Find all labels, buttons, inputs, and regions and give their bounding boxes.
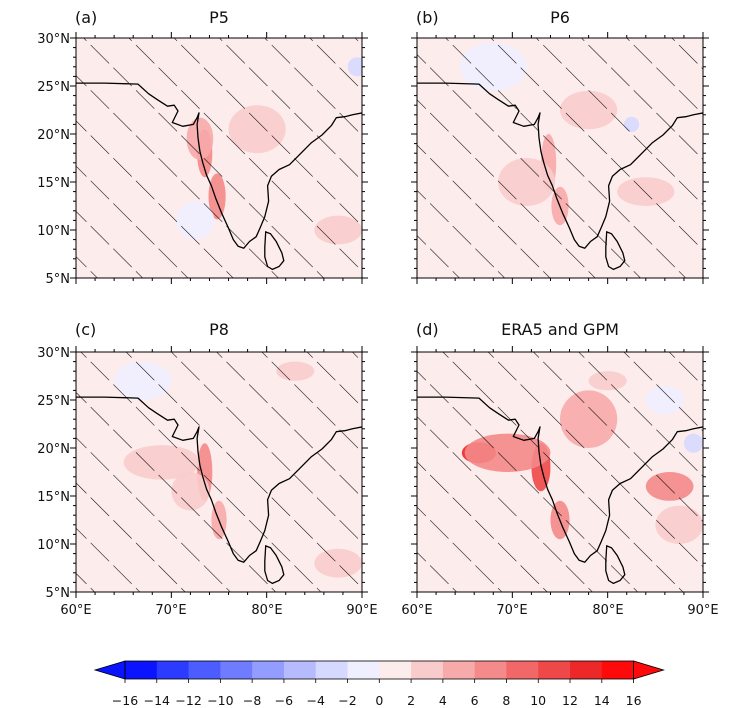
map-frame-d xyxy=(411,346,709,598)
panel-title-a: P5 xyxy=(209,8,229,27)
x-tick-label-c-3: 90°E xyxy=(346,603,377,618)
colorbar-tick-label-13: 10 xyxy=(530,693,546,708)
map-border xyxy=(416,37,704,279)
map-frame-b xyxy=(411,32,709,284)
colorbar xyxy=(93,660,665,683)
colorbar-bin xyxy=(570,661,603,679)
sri-lanka-coastline xyxy=(605,230,626,271)
colorbar-tick-label-7: −2 xyxy=(338,693,356,708)
x-tick-label-d-3: 90°E xyxy=(687,603,718,618)
panel-title-b: P6 xyxy=(550,8,570,27)
map-border xyxy=(75,351,363,593)
y-tick-label-c-5: 30°N xyxy=(37,346,70,361)
colorbar-tick-label-6: −4 xyxy=(306,693,324,708)
colorbar-bin xyxy=(411,661,444,679)
y-tick-label-c-2: 15°N xyxy=(37,490,70,505)
y-tick-label-c-4: 25°N xyxy=(37,394,70,409)
sri-lanka-coastline xyxy=(264,544,285,585)
coastline xyxy=(76,82,362,249)
colorbar-bin xyxy=(156,661,189,679)
colorbar-tick-label-5: −6 xyxy=(275,693,293,708)
colorbar-bin xyxy=(474,661,507,679)
y-tick-label-c-0: 5°N xyxy=(46,586,71,601)
sri-lanka-coastline xyxy=(264,230,285,271)
y-tick-label-a-3: 20°N xyxy=(37,128,70,143)
map-frame-c xyxy=(70,346,368,598)
map-border xyxy=(75,37,363,279)
colorbar-bin xyxy=(315,661,348,679)
significance-hatching xyxy=(76,352,362,592)
colorbar-tick-label-11: 6 xyxy=(471,693,479,708)
x-tick-label-c-1: 70°E xyxy=(155,603,186,618)
colorbar-tick-label-1: −14 xyxy=(144,693,170,708)
x-tick-label-c-0: 60°E xyxy=(60,603,91,618)
y-tick-label-a-5: 30°N xyxy=(37,32,70,47)
panel-label-d: (d) xyxy=(416,320,439,339)
y-tick-label-a-1: 10°N xyxy=(37,224,70,239)
significance-hatching xyxy=(417,38,703,278)
x-tick-label-d-1: 70°E xyxy=(496,603,527,618)
coastline xyxy=(417,396,703,563)
y-tick-label-c-1: 10°N xyxy=(37,538,70,553)
colorbar-tick-label-15: 14 xyxy=(594,693,610,708)
colorbar-tick-label-2: −12 xyxy=(175,693,201,708)
colorbar-bin xyxy=(379,661,412,679)
colorbar-tick-label-0: −16 xyxy=(112,693,138,708)
sri-lanka-coastline xyxy=(605,544,626,585)
colorbar-bin xyxy=(347,661,380,679)
map-frame-a xyxy=(70,32,368,284)
colorbar-tick-label-12: 8 xyxy=(502,693,510,708)
y-tick-label-a-0: 5°N xyxy=(46,272,71,287)
panel-title-d: ERA5 and GPM xyxy=(501,320,619,339)
colorbar-bin xyxy=(188,661,221,679)
colorbar-tick-label-3: −10 xyxy=(207,693,233,708)
x-tick-label-d-0: 60°E xyxy=(401,603,432,618)
colorbar-tick-label-14: 12 xyxy=(562,693,578,708)
colorbar-extend-min xyxy=(93,660,126,680)
panel-a: (a) P5 5°N 10°N 15°N 20°N 25°N 30°N xyxy=(37,8,368,287)
colorbar-bin xyxy=(538,661,571,679)
panel-label-a: (a) xyxy=(75,8,97,27)
y-tick-label-a-2: 15°N xyxy=(37,176,70,191)
colorbar-bin xyxy=(220,661,253,679)
coastline xyxy=(76,396,362,563)
panel-d: (d) ERA5 and GPM 60°E 70°E 80°E 90°E xyxy=(401,320,718,618)
colorbar-bin xyxy=(506,661,539,679)
y-tick-label-c-3: 20°N xyxy=(37,442,70,457)
significance-hatching xyxy=(417,352,703,592)
colorbar-tick-label-10: 4 xyxy=(439,693,447,708)
panel-b: (b) P6 xyxy=(411,8,709,284)
colorbar-bin xyxy=(442,661,476,679)
colorbar-bin xyxy=(125,661,158,679)
colorbar-bin xyxy=(283,661,317,679)
y-tick-label-a-4: 25°N xyxy=(37,80,70,95)
colorbar-tick-labels: −16 −14 −12 −10 −8 −6 −4 −2 0 2 4 6 8 10… xyxy=(112,693,642,708)
x-tick-label-c-2: 80°E xyxy=(251,603,282,618)
x-tick-label-d-2: 80°E xyxy=(592,603,623,618)
colorbar-tick-label-9: 2 xyxy=(407,693,415,708)
colorbar-bin xyxy=(252,661,285,679)
panel-c: (c) P8 5°N 10°N 15°N 20°N 25°N 30°N 60°E… xyxy=(37,320,377,618)
colorbar-tick-label-8: 0 xyxy=(375,693,383,708)
panel-label-c: (c) xyxy=(75,320,96,339)
panel-label-b: (b) xyxy=(416,8,439,27)
map-border xyxy=(416,351,704,593)
panel-title-c: P8 xyxy=(209,320,229,339)
colorbar-tick-label-4: −8 xyxy=(243,693,261,708)
coastline xyxy=(417,82,703,249)
colorbar-extend-max xyxy=(633,660,665,680)
colorbar-tick-label-16: 16 xyxy=(626,693,642,708)
significance-hatching xyxy=(76,38,362,278)
colorbar-bin xyxy=(601,661,634,679)
